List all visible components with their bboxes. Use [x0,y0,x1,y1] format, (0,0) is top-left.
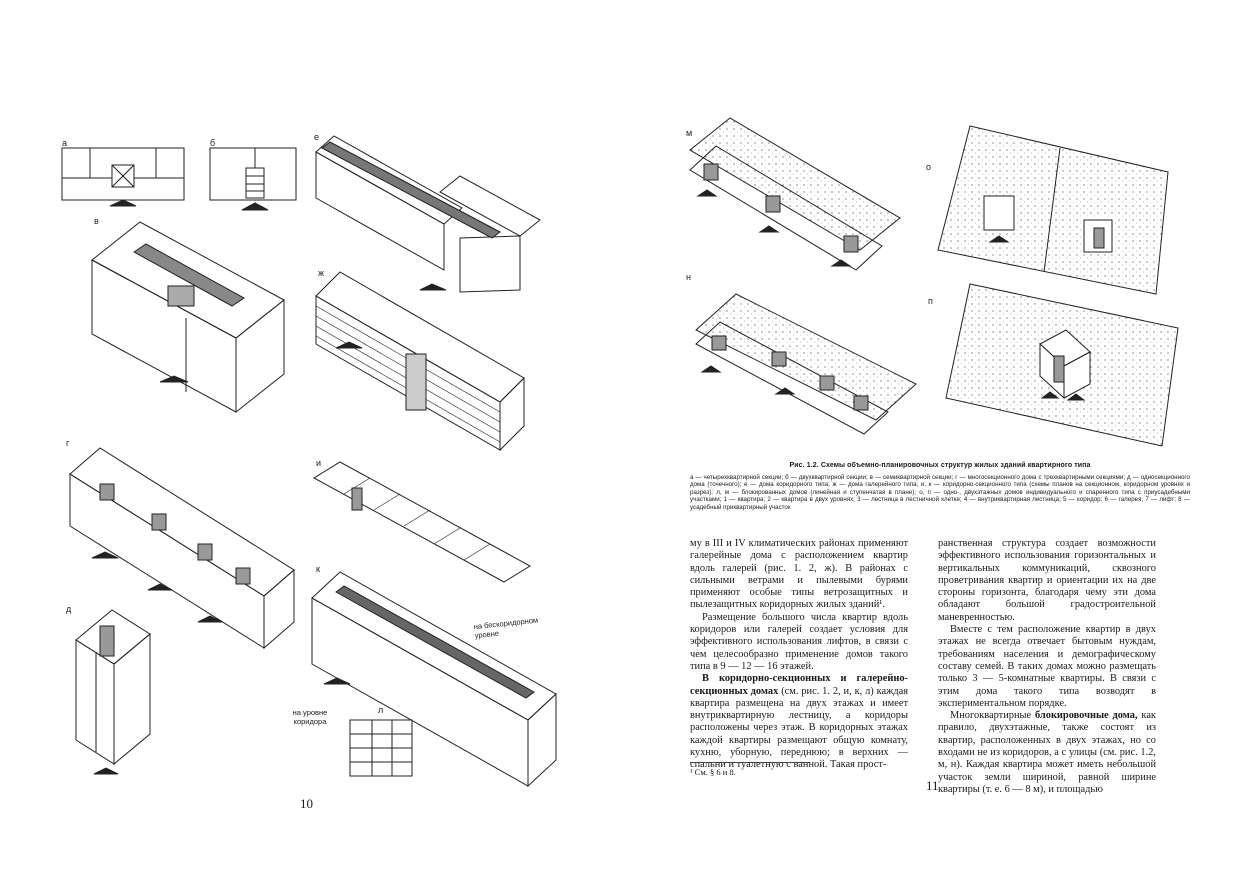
label-b: б [210,138,215,148]
label-m: м [686,128,692,138]
col2-paragraph-3-bold: блокировочные дома, [1034,710,1138,722]
label-n: н [686,272,691,282]
label-l: л [378,705,383,715]
label-p: п [928,296,933,306]
figure-drawings-right: м н о п [686,117,1179,447]
footnote: ¹ См. § 6 и 8. [690,762,810,777]
page-number-left: 10 [300,796,313,811]
col1-paragraph-2: Размещение большого числа квартир вдоль … [690,611,908,672]
scheme-i [313,461,531,583]
label-zh: ж [318,268,324,278]
scheme-d [75,609,151,775]
label-i: и [316,458,321,468]
right-page: м н о п Рис. 1.2. Схемы объемно-планиров… [620,0,1240,877]
page-number-right: 11 [926,778,939,793]
label-d: д [66,604,72,614]
scheme-m [689,117,901,271]
label-k: к [316,564,320,574]
figure-caption: Рис. 1.2. Схемы объемно-планировочных ст… [690,462,1190,512]
annotation-corridor: на уровне коридора [292,708,328,726]
scheme-p [945,283,1179,447]
scheme-n [695,293,917,435]
caption-body: а — четырехквартирной секции; б — двухкв… [690,473,1190,511]
left-page: а б в е ж г и к д л на бескоридорном уро… [61,132,557,811]
col1-paragraph-3: В коридорно-секционных и галерейно-секци… [690,673,908,771]
label-e: е [314,132,319,142]
scheme-v [91,221,285,414]
col1-paragraph-3-rest: (см. рис. 1. 2, и, к, л) каждая квартира… [690,685,908,771]
col2-paragraph-1: ранственная структура создает возможност… [938,538,1156,623]
text-column-2: ранственная структура создает возможност… [938,538,1156,796]
col1-paragraph-1: му в III и IV климатических районах прим… [690,538,908,611]
col1-paragraph-3-bold: В коридорно-секционных и галерейно-секци… [690,673,908,697]
scheme-g [69,447,295,650]
col2-paragraph-2: Вместе с тем расположение квартир в двух… [938,624,1156,709]
label-g: г [66,438,70,448]
label-o: о [926,162,931,172]
scheme-o [937,125,1169,295]
scheme-l [349,719,413,777]
figure-drawings-left: а б в е ж г и к д л [61,132,557,788]
label-a: а [62,138,67,148]
text-column-1: му в III и IV климатических районах прим… [690,538,908,772]
caption-title: Рис. 1.2. Схемы объемно-планировочных ст… [789,462,1091,469]
scheme-k [311,571,557,788]
col2-paragraph-3-rest: как правило, двухэтажные, также состоят … [938,710,1156,795]
scheme-zh [315,271,525,452]
col2-paragraph-3-start: Многоквартирные [950,710,1035,722]
scheme-a [61,147,185,207]
col2-paragraph-3: Многоквартирные блокировочные дома, как … [938,710,1156,796]
scheme-b [209,147,297,211]
label-v: в [94,216,99,226]
scheme-e [315,135,541,293]
